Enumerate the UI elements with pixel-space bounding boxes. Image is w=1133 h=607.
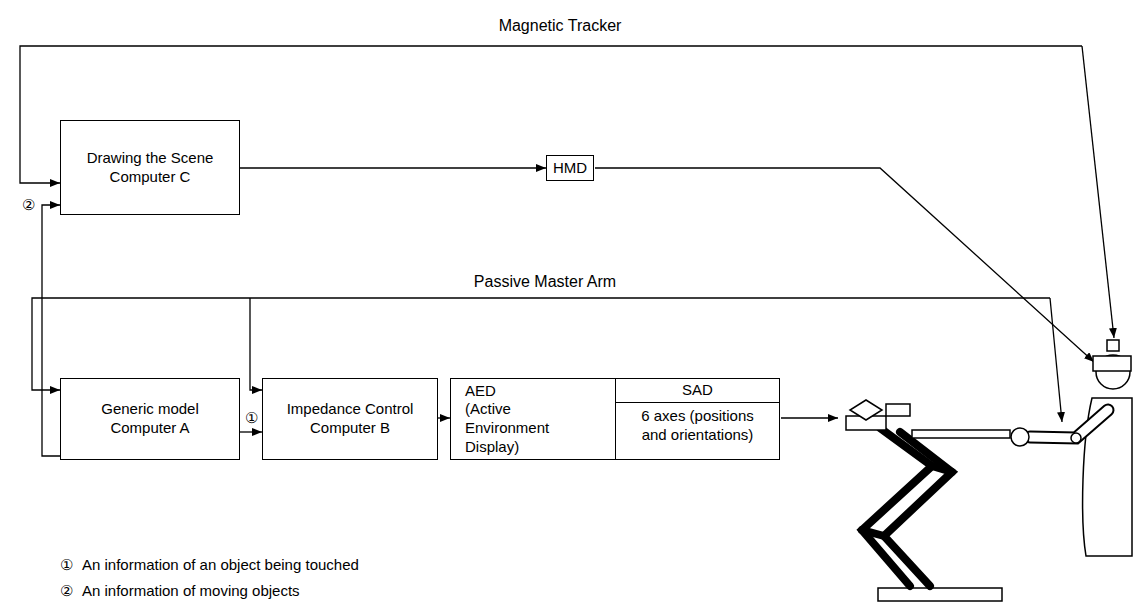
tracker-wire (1082, 46, 1114, 338)
connector (438, 417, 450, 418)
wire-label: Passive Master Arm (472, 272, 618, 291)
box-text: Computer C (110, 168, 191, 187)
scene-computer-box: Drawing the SceneComputer C (60, 120, 240, 215)
operator-figure (912, 340, 1132, 556)
model-computer-box: Generic modelComputer A (60, 378, 240, 460)
hmd-wire (595, 168, 1094, 362)
impedance-computer-box: Impedance ControlComputer B (262, 378, 438, 460)
box-text: SAD (616, 379, 779, 403)
master-arm-wire (250, 298, 262, 390)
connector (240, 167, 546, 168)
callout-number: ① (243, 409, 260, 427)
box-text: (Active Environment Display) (465, 400, 585, 456)
box-text: Generic model (101, 400, 199, 419)
callout-number: ② (58, 582, 75, 600)
wire-label: Magnetic Tracker (497, 16, 624, 35)
box-text: AED (465, 382, 496, 401)
connector (240, 431, 262, 432)
master-arm-wire (32, 298, 1050, 390)
box-text: 6 axes (positions and orientations) (640, 407, 755, 445)
aed-box: AED(Active Environment Display) (450, 378, 616, 460)
box-text: Computer A (110, 419, 189, 438)
master-arm-wire (1050, 298, 1062, 422)
box-text: HMD (553, 159, 587, 178)
hmd-box: HMD (546, 155, 594, 181)
box-text: Drawing the Scene (87, 149, 214, 168)
callout-number: ① (58, 556, 75, 574)
box-text: Computer B (310, 419, 390, 438)
callout-number: ② (20, 196, 37, 214)
sad-box: SAD 6 axes (positions and orientations) (615, 378, 780, 460)
note-text: An information of an object being touche… (80, 556, 361, 574)
connector (42, 205, 60, 456)
note-text: An information of moving objects (80, 582, 302, 600)
sad-wire (781, 417, 838, 418)
box-text: Impedance Control (287, 400, 414, 419)
tracker-wire (20, 46, 1082, 183)
